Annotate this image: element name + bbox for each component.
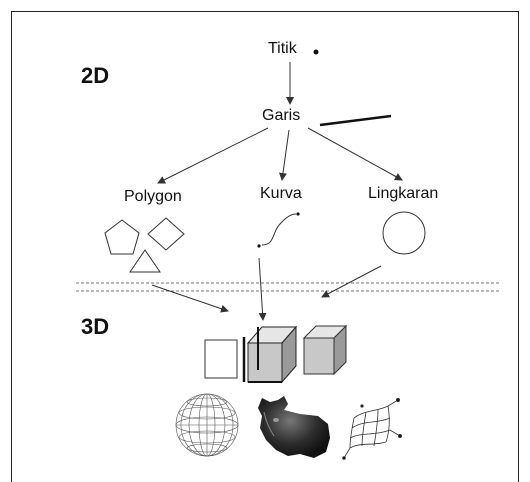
diagram-frame	[11, 11, 519, 482]
arrow-garis-kurva	[279, 129, 290, 181]
node-kurva: Kurva	[260, 185, 302, 202]
arrow-lingkaran-3d	[321, 265, 382, 298]
node-titik: Titik	[268, 40, 297, 57]
pentagon-icon	[104, 219, 140, 255]
node-polygon: Polygon	[124, 188, 182, 205]
curve-icon	[261, 213, 297, 246]
cube-icon-right	[302, 324, 348, 376]
cow-photo-icon	[258, 396, 330, 458]
curve-start-dot	[257, 244, 261, 248]
node-lingkaran: Lingkaran	[368, 185, 439, 202]
diamond-icon	[147, 217, 185, 251]
square-icon	[204, 339, 238, 379]
cube-icon-center	[242, 325, 298, 384]
node-garis: Garis	[262, 107, 301, 124]
wireframe-sphere-icon	[175, 393, 239, 457]
mesh-surface-icon	[342, 397, 402, 460]
section-label-3d: 3D	[81, 314, 110, 339]
arrow-garis-polygon	[157, 127, 269, 184]
arrow-kurva-3d	[258, 257, 267, 321]
line-icon	[319, 114, 392, 127]
dot-icon	[313, 49, 319, 55]
curve-end-dot	[296, 212, 300, 216]
triangle-icon	[129, 249, 161, 273]
circle-icon	[382, 211, 426, 255]
arrow-polygon-3d	[151, 284, 229, 313]
section-label-2d: 2D	[81, 63, 110, 88]
arrow-garis-lingkaran	[307, 127, 403, 181]
